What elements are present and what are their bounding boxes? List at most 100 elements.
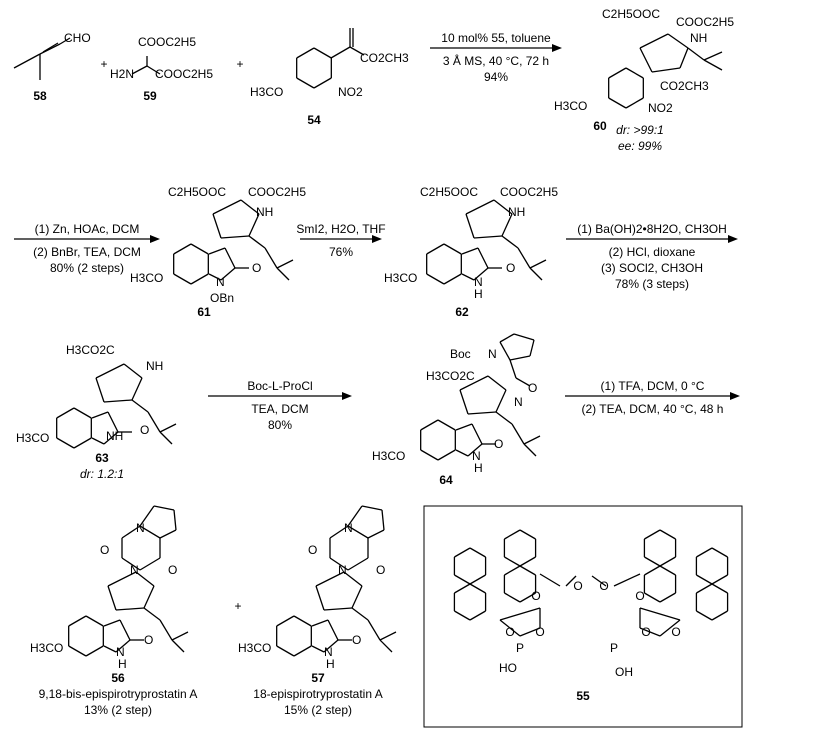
bond bbox=[143, 607, 161, 621]
bond bbox=[220, 235, 250, 239]
bond bbox=[639, 47, 653, 73]
atom-label: H3CO bbox=[372, 449, 405, 463]
bond bbox=[147, 411, 161, 433]
atom-label: O bbox=[376, 563, 385, 577]
atom-label: O bbox=[252, 261, 261, 275]
bond bbox=[501, 235, 519, 249]
bond bbox=[119, 619, 131, 641]
bond bbox=[131, 399, 149, 413]
bond bbox=[131, 377, 143, 401]
atom-label: NH bbox=[690, 31, 707, 45]
atom-label: H bbox=[474, 287, 483, 301]
bond bbox=[454, 610, 471, 621]
bond bbox=[276, 259, 294, 269]
bond bbox=[153, 505, 175, 511]
reagent-condition: (3) SOCl2, CH3OH bbox=[601, 261, 703, 275]
atom-label: H3CO bbox=[554, 99, 587, 113]
atom-label: O bbox=[168, 563, 177, 577]
bond bbox=[212, 199, 242, 215]
bond bbox=[91, 411, 109, 419]
bond bbox=[347, 557, 369, 571]
bond bbox=[504, 565, 521, 576]
atom-label: O bbox=[352, 633, 361, 647]
diastereomeric-ratio: dr: >99:1 bbox=[616, 123, 664, 137]
bond bbox=[459, 375, 489, 391]
atom-label: N bbox=[116, 645, 125, 659]
atom-label: H3CO bbox=[130, 271, 163, 285]
bond bbox=[115, 607, 145, 611]
compound-yield: 15% (2 step) bbox=[284, 703, 352, 717]
reagent-condition: (1) Ba(OH)2•8H2O, CH3OH bbox=[577, 222, 727, 236]
bond bbox=[56, 407, 75, 419]
bond bbox=[711, 574, 728, 585]
atom-label: H3CO bbox=[384, 271, 417, 285]
bond bbox=[361, 505, 383, 511]
atom-label: Boc bbox=[450, 347, 471, 361]
bond bbox=[523, 435, 541, 445]
bond bbox=[103, 399, 133, 403]
atom-label: C2H5OOC bbox=[602, 7, 660, 21]
bond bbox=[519, 565, 536, 576]
bond bbox=[323, 607, 353, 611]
bond bbox=[420, 419, 439, 431]
bond bbox=[296, 77, 315, 89]
bond bbox=[59, 37, 71, 45]
atom-label: O bbox=[140, 423, 149, 437]
bond bbox=[517, 247, 531, 269]
arrow-head bbox=[552, 44, 562, 52]
bond bbox=[159, 529, 177, 539]
bond bbox=[667, 33, 689, 49]
bond bbox=[696, 574, 713, 585]
bond bbox=[85, 645, 104, 657]
bond bbox=[499, 333, 515, 343]
bond bbox=[469, 583, 486, 594]
bond bbox=[659, 592, 676, 603]
bond bbox=[529, 267, 543, 281]
atom-label: O bbox=[506, 261, 515, 275]
bond bbox=[465, 213, 475, 239]
bond bbox=[39, 43, 61, 55]
atom-label: NH bbox=[146, 359, 163, 373]
bond bbox=[426, 273, 445, 285]
bond bbox=[293, 615, 312, 627]
reaction-arrow-4: (1) Ba(OH)2•8H2O, CH3OH(2) HCl, dioxane(… bbox=[566, 222, 738, 291]
atom-label: O bbox=[308, 543, 317, 557]
bond bbox=[539, 573, 561, 587]
arrow-head bbox=[728, 235, 738, 243]
bond bbox=[248, 213, 260, 237]
bond bbox=[68, 645, 87, 657]
atom-label: O bbox=[494, 437, 503, 451]
bond bbox=[276, 615, 295, 627]
bond bbox=[711, 547, 728, 558]
atom-label: CO2CH3 bbox=[360, 51, 409, 65]
bond bbox=[367, 619, 381, 641]
bond bbox=[613, 573, 641, 587]
atom-label: N bbox=[344, 521, 353, 535]
atom-label: H3CO bbox=[16, 431, 49, 445]
bond bbox=[349, 46, 365, 56]
atom-label: H bbox=[474, 461, 483, 475]
atom-label: COOC2H5 bbox=[138, 35, 196, 49]
bond bbox=[519, 556, 536, 567]
bond bbox=[679, 47, 689, 69]
reagent-condition: (2) BnBr, TEA, DCM bbox=[33, 245, 141, 259]
bond bbox=[173, 273, 192, 285]
reagent-condition: 94% bbox=[484, 70, 508, 84]
bond bbox=[315, 571, 345, 587]
bond bbox=[487, 375, 507, 391]
bond bbox=[420, 449, 439, 461]
plus-sign: + bbox=[234, 599, 241, 613]
bond bbox=[454, 574, 471, 585]
atom-label: H2N bbox=[110, 67, 134, 81]
atom-label: 58 bbox=[33, 89, 47, 103]
bond bbox=[171, 639, 185, 653]
bond bbox=[477, 247, 489, 269]
bond bbox=[208, 247, 226, 255]
bond bbox=[329, 557, 349, 571]
bond bbox=[454, 547, 471, 558]
bond bbox=[437, 419, 456, 431]
atom-label: 57 bbox=[311, 671, 325, 685]
